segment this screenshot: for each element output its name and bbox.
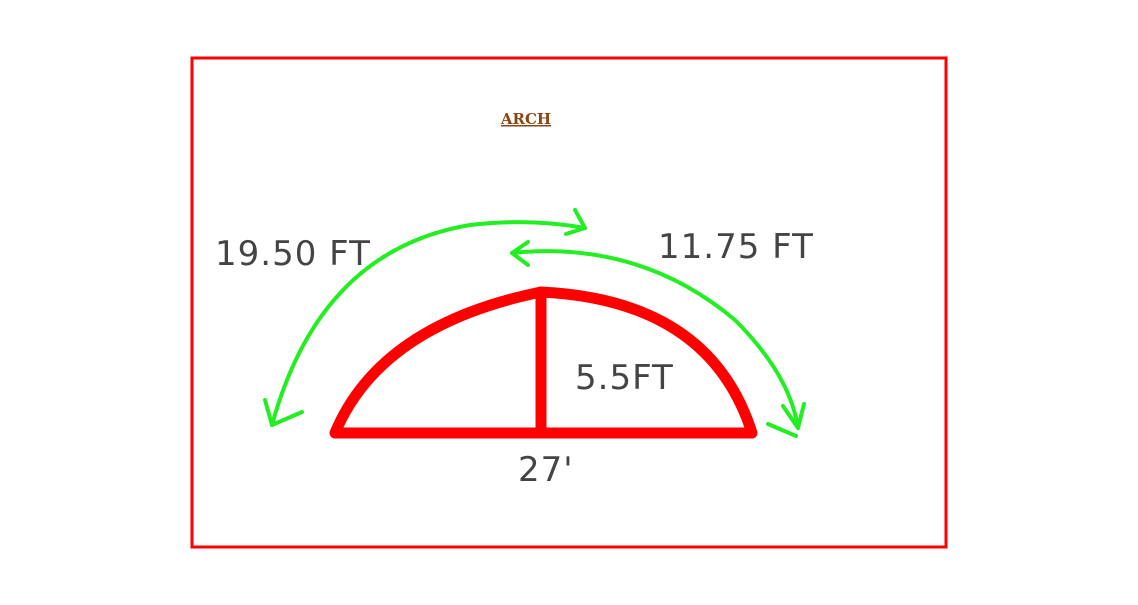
- right-arc-length-label: 11.75 FT: [658, 227, 814, 267]
- left-arrow-tail-head-icon: [564, 208, 587, 236]
- left-arrowhead-icon: [263, 398, 304, 427]
- right-arrow-tick: [766, 422, 798, 438]
- diagram-frame: [190, 56, 948, 549]
- left-arc-arrow: [270, 220, 587, 427]
- left-arc-length-label: 19.50 FT: [215, 234, 371, 274]
- span-label: 27': [518, 450, 574, 490]
- right-arrowhead-icon: [510, 240, 530, 267]
- right-arc-arrow: [510, 249, 800, 430]
- right-arrow-tail-head-icon: [781, 402, 806, 430]
- diagram-title: ARCH: [500, 110, 551, 128]
- rise-label: 5.5FT: [575, 358, 674, 398]
